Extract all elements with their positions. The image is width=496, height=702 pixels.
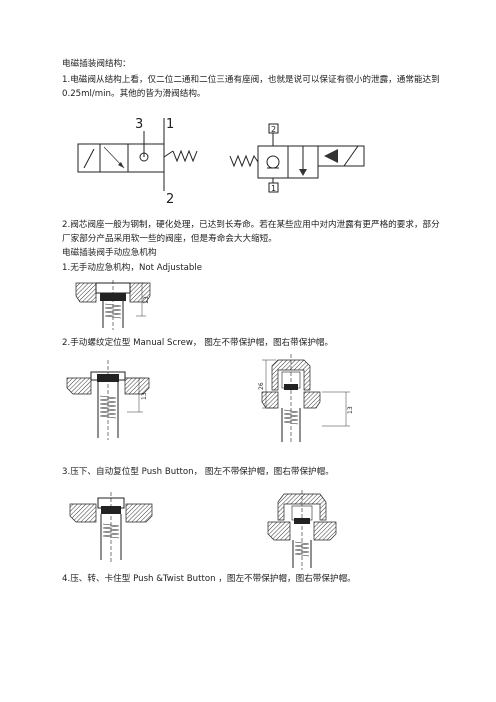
- port-1-label: 1: [166, 117, 174, 132]
- port-3-label: 3: [135, 117, 143, 132]
- dim-fig2-right-total: 26: [258, 382, 265, 390]
- item-4: 4.压、转、卡住型 Push &Twist Button ，图左不带保护帽，图右…: [62, 574, 356, 584]
- paragraph-2: 2.阀芯阀座一般为钢制，硬化处理，已达到长寿命。若在某些应用中对内泄露有更严格的…: [62, 220, 440, 244]
- item-2: 2.手动螺纹定位型 Manual Screw， 图左不带保护帽，图右带保护帽。: [62, 338, 334, 348]
- port-2-label: 2: [166, 192, 174, 207]
- figure-push-button-right: [267, 490, 337, 570]
- port-2-box-label: 2: [271, 125, 276, 134]
- dim-fig1: 13: [143, 296, 150, 304]
- dim-fig2-left: 13: [141, 392, 148, 400]
- valve-symbol-left: 3 1 2: [77, 117, 198, 207]
- item-3: 3.压下、自动复位型 Push Button， 图左不带保护帽，图右带保护帽。: [62, 467, 334, 477]
- dim-fig2-right: 13: [347, 406, 354, 414]
- port-1-box-label: 1: [271, 184, 276, 193]
- valve-symbol-right: 2 1: [229, 123, 365, 193]
- item-1: 1.无手动应急机构，Not Adjustable: [62, 263, 202, 273]
- heading-2: 电磁插装阀手动应急机构: [62, 248, 157, 258]
- figure-manual-screw-right: 26 13: [258, 354, 354, 444]
- figure-manual-screw-left: 13: [66, 360, 150, 440]
- figure-not-adjustable: 13: [75, 280, 151, 330]
- figure-push-button-left: [69, 492, 153, 562]
- paragraph-1: 1.电磁阀从结构上看，仅二位二通和二位三通有座阀，也就是说可以保证有很小的泄露，…: [62, 75, 440, 99]
- heading: 电磁插装阀结构：: [62, 59, 131, 69]
